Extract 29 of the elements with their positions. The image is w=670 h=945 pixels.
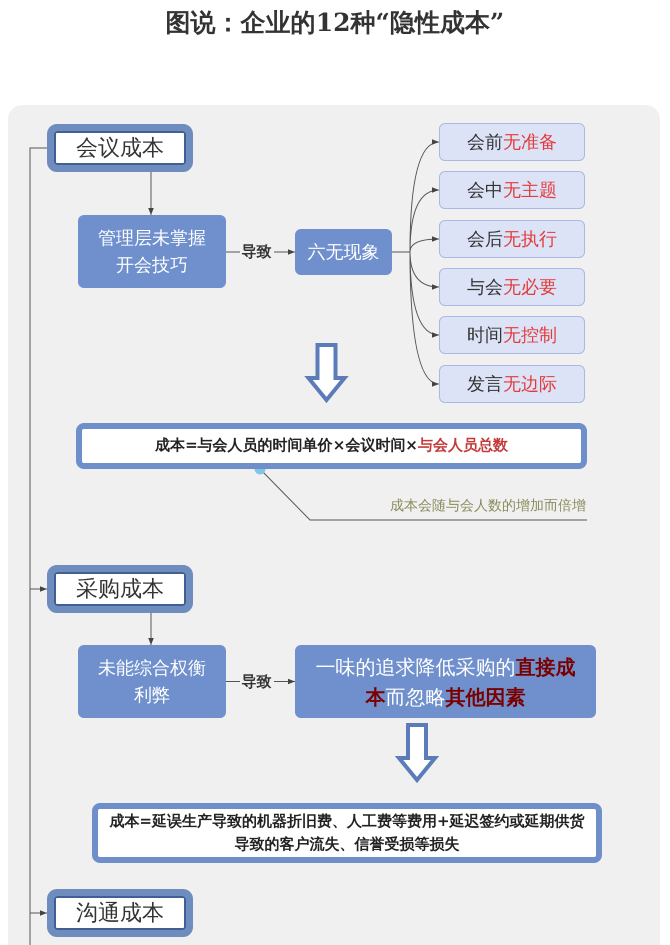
edge-label: 导致 [240,242,274,262]
item-box: 发言无边际 [439,365,585,403]
arrow [30,910,48,916]
item-box: 会后无执行 [439,220,585,258]
process-box: 未能综合权衡利弊 [78,645,226,718]
arrow [410,236,440,252]
arrow [148,612,154,646]
hollow-down-arrow [304,343,349,404]
arrow [410,252,440,386]
note-text: 成本会随与会人数的增加而倍增 [318,493,586,519]
section-title-box: 采购成本 [47,565,193,613]
item-box: 会前无准备 [439,123,585,161]
section-title-box: 沟通成本 [47,889,193,937]
title: 图说：企业的12种“隐性成本” [164,7,506,39]
hollow-down-arrow [394,723,440,784]
process-box: 管理层未掌握开会技巧 [78,215,226,288]
arrow [148,172,154,216]
formula-box: 成本=与会人员的时间单价×会议时间×与会人员总数 [76,423,587,469]
box: 六无现象 [295,229,392,275]
arrow [30,586,48,592]
item-box: 时间无控制 [439,316,585,354]
item-box: 与会无必要 [439,268,585,306]
section-title-box: 会议成本 [47,124,193,172]
formula-box: 成本=延误生产导致的机器折旧费、人工费等费用+延迟签约或延期供货导致的客户流失、信誉受损等损失 [92,803,602,863]
arrow [410,188,440,252]
process-box: 一味的追求降低采购的直接成本而忽略其他因素 [295,645,596,718]
edge-label: 导致 [240,672,274,691]
item-box: 会中无主题 [439,171,585,209]
connector-line [30,148,48,945]
